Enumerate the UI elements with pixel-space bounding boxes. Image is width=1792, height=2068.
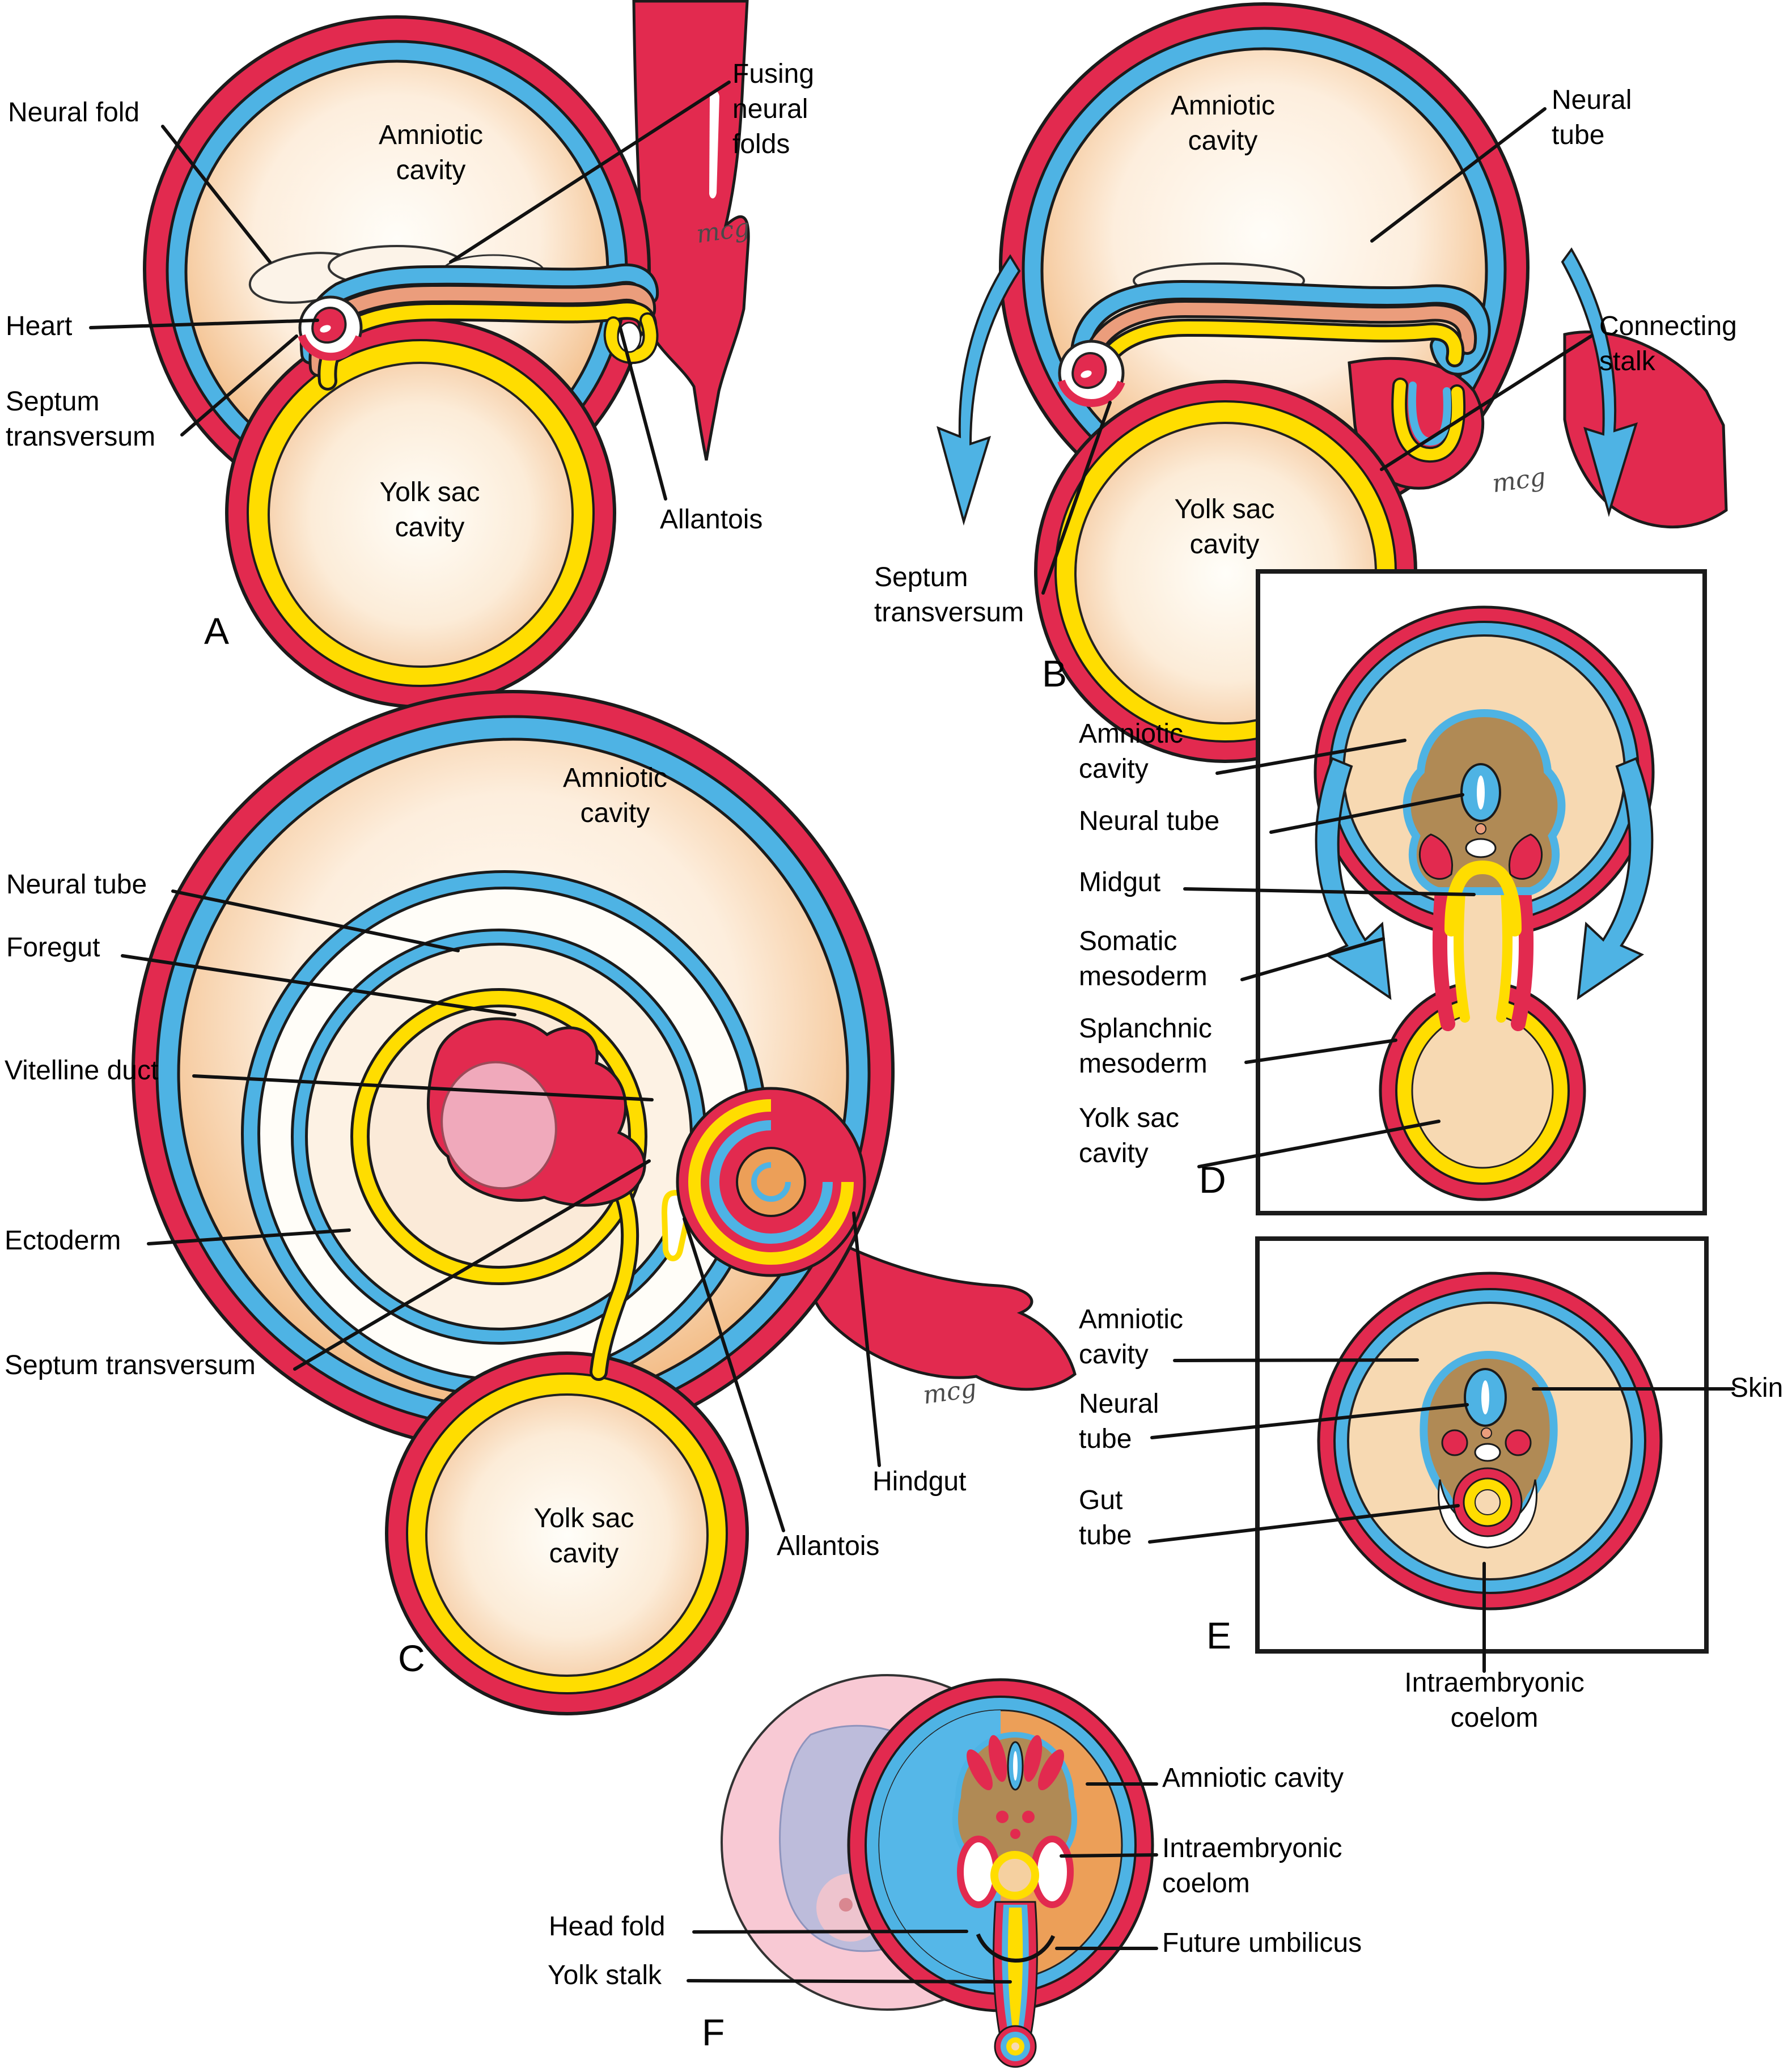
yolk-sac — [385, 1351, 749, 1715]
label-septum-transversum: Septum transversum — [874, 562, 1024, 628]
yolk-stalk — [993, 1901, 1038, 2068]
panel-letter-c: C — [398, 1637, 425, 1679]
label-yolk-sac-cavity: Yolk sac cavity — [379, 477, 480, 543]
label-amniotic-cavity: Amniotic cavity — [562, 763, 668, 828]
label-splanchnic-mesoderm: Splanchnic mesoderm — [1079, 1014, 1212, 1079]
leader-lines — [89, 80, 1735, 1984]
umbilicus-brace — [976, 1933, 1056, 1963]
label-future-umbilicus: Future umbilicus — [1162, 1928, 1362, 1958]
label-allantois: Allantois — [777, 1531, 880, 1561]
label-yolk-sac-cavity: Yolk sac cavity — [1174, 494, 1275, 560]
label-somatic-mesoderm: Somatic mesoderm — [1079, 926, 1208, 991]
panel-c-embryo — [132, 690, 1077, 1715]
label-amniotic-cavity: Amniotic cavity — [378, 120, 484, 185]
label-neural-tube: Neural tube — [1552, 85, 1632, 150]
label-neural-tube: Neural tube — [6, 870, 147, 900]
label-hindgut: Hindgut — [872, 1467, 967, 1497]
somites — [967, 1735, 1064, 1839]
panel-letter-d: D — [1199, 1159, 1226, 1201]
label-foregut: Foregut — [6, 933, 100, 963]
panel-f-embryo — [721, 1674, 1154, 2068]
heart-region — [298, 295, 363, 361]
label-ectoderm: Ectoderm — [5, 1226, 121, 1256]
label-yolk-stalk: Yolk stalk — [548, 1960, 662, 1990]
label-neural-tube: Neural tube — [1079, 806, 1220, 836]
panel-e-cross-section — [1255, 1236, 1709, 1654]
label-vitelline-duct: Vitelline duct — [5, 1056, 159, 1086]
connecting-stalk-region — [801, 1222, 1077, 1391]
hindgut-spiral — [676, 1087, 866, 1277]
folding-arrow-left — [937, 254, 1021, 526]
label-intraembryonic-coelom: Intraembryonic coelom — [1162, 1833, 1342, 1899]
panel-d-cross-section — [1256, 569, 1707, 1215]
panel-letter-e: E — [1206, 1614, 1232, 1656]
label-allantois: Allantois — [660, 505, 763, 535]
label-fusing-neural-folds: Fusing neural folds — [732, 59, 815, 159]
label-neural-tube: Neural tube — [1079, 1389, 1159, 1454]
panel-a-embryo — [143, 0, 750, 709]
label-gut-tube: Gut tube — [1079, 1485, 1132, 1550]
yolk-sac — [225, 317, 616, 709]
folding-arrow-right — [1561, 247, 1638, 518]
label-skin: Skin — [1730, 1373, 1783, 1403]
folding-arrow-right — [1577, 757, 1654, 1001]
label-heart: Heart — [6, 311, 73, 341]
label-connecting-stalk: Connecting stalk — [1599, 311, 1737, 376]
panel-letter-a: A — [204, 610, 230, 652]
label-septum-transversum: Septum transversum — [6, 387, 156, 452]
label-head-fold: Head fold — [549, 1912, 666, 1942]
neural-tube-band — [1069, 262, 1491, 403]
label-yolk-sac-cavity: Yolk sac cavity — [533, 1503, 634, 1569]
panel-letter-b: B — [1042, 652, 1067, 694]
label-intraembryonic-coelom: Intraembryonic coelom — [1404, 1668, 1585, 1733]
label-midgut: Midgut — [1079, 867, 1161, 897]
label-amniotic-cavity: Amniotic cavity — [1079, 719, 1184, 784]
label-yolk-sac-cavity: Yolk sac cavity — [1079, 1103, 1179, 1168]
label-septum-transversum: Septum transversum — [5, 1350, 256, 1380]
panel-letter-f: F — [702, 2011, 725, 2053]
label-amniotic-cavity: Amniotic cavity — [1162, 1763, 1344, 1793]
heart-region — [1057, 340, 1125, 407]
label-amniotic-cavity: Amniotic cavity — [1170, 91, 1276, 156]
label-amniotic-cavity: Amniotic cavity — [1079, 1304, 1184, 1370]
label-neural-fold: Neural fold — [8, 98, 140, 128]
